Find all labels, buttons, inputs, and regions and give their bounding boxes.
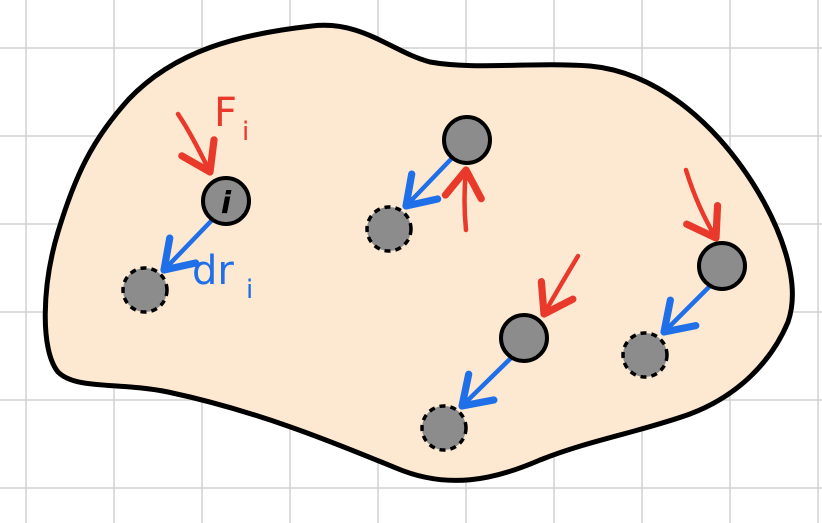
particle-2-group (365, 115, 492, 253)
displacement-arrow-2 (402, 153, 457, 210)
force-label-main: F (214, 90, 237, 136)
particle-i (201, 176, 251, 226)
particle-i-group: i F i dr i (121, 90, 253, 314)
force-arrow-i (175, 111, 218, 176)
force-arrow-2 (441, 166, 485, 233)
force-arrow-3 (537, 253, 581, 318)
displacement-label-main: dr (192, 248, 234, 294)
rigid-body-outline (42, 22, 795, 483)
particle-i-label: i (221, 186, 232, 221)
particle-4 (697, 241, 747, 291)
particle-3 (499, 313, 549, 363)
particle-2 (442, 115, 492, 165)
displaced-position-3 (420, 404, 468, 452)
displacement-arrow-i (160, 215, 217, 274)
displaced-position-i (121, 266, 169, 314)
particle-4-group (621, 167, 747, 379)
displacement-label-subscript: i (246, 275, 253, 305)
force-label-subscript: i (242, 117, 249, 147)
displacement-arrow-3 (458, 354, 515, 410)
displaced-position-2 (365, 205, 413, 253)
force-arrow-4 (683, 167, 722, 242)
displaced-position-4 (621, 331, 669, 379)
particle-3-group (420, 253, 581, 452)
displacement-arrow-4 (660, 283, 713, 336)
